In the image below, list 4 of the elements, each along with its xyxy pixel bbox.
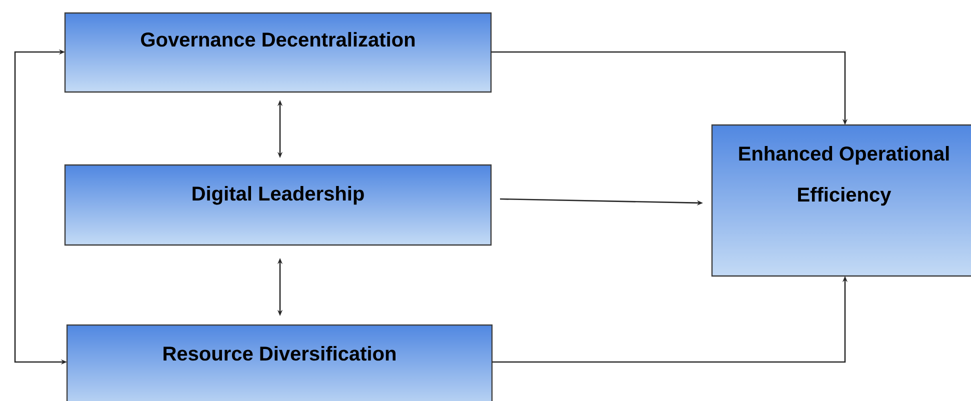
process-box: Governance Decentralization	[64, 12, 492, 93]
process-box: Resource Diversification	[66, 324, 493, 401]
process-box: Enhanced Operational Efficiency	[711, 124, 971, 277]
process-box: Digital Leadership	[64, 164, 492, 246]
